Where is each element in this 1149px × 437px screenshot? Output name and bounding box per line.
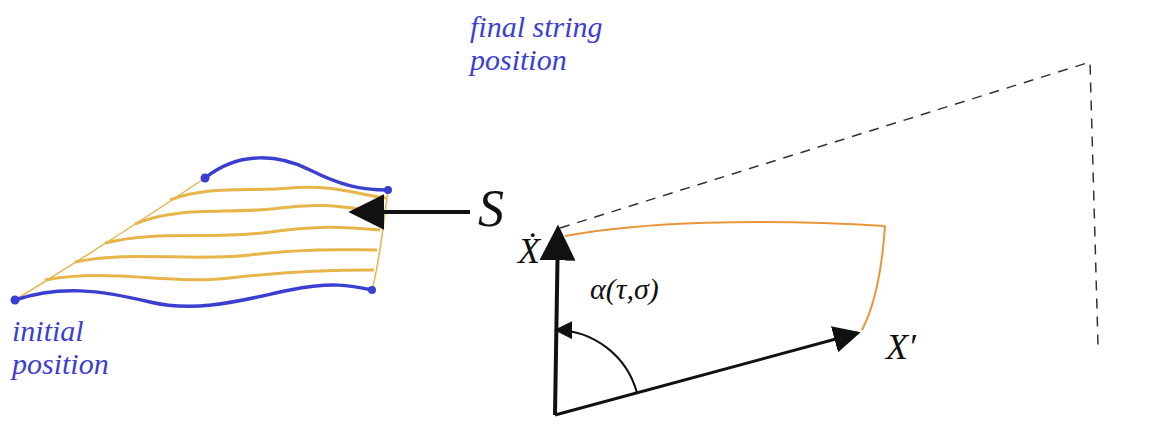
- tangent-parallelogram: [560, 62, 1098, 345]
- worldsheet-lines: [15, 178, 388, 300]
- vector-label: X′: [886, 328, 946, 368]
- angle-label: α(τ,σ): [590, 272, 750, 305]
- sigma-derivative-vector: [555, 333, 858, 415]
- pointer-arrow: [352, 210, 470, 214]
- initial-position-label: initial position: [12, 314, 142, 380]
- string-positions: [15, 158, 388, 306]
- surface-label: S: [478, 180, 538, 237]
- vector-label: Ẋ: [518, 232, 558, 272]
- angle-arc: [556, 330, 637, 393]
- surface-patch: [565, 222, 885, 330]
- string-endpoints: [11, 174, 393, 305]
- final-position-label: final string position: [470, 10, 660, 76]
- tau-derivative-vector: [555, 228, 558, 415]
